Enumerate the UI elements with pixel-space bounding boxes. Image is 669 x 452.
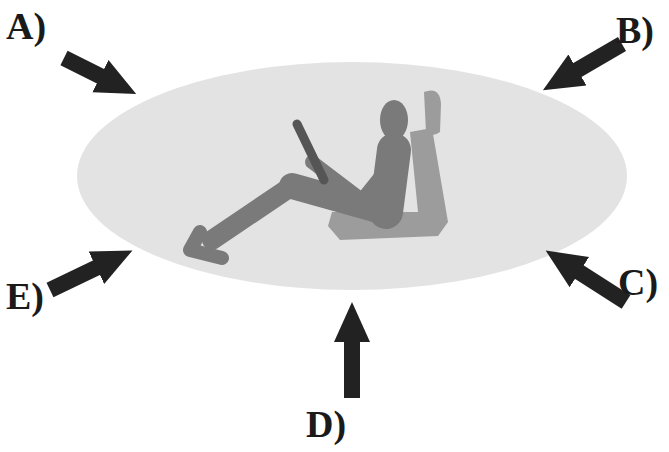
steering-wheel (297, 124, 324, 180)
option-letter: D) (306, 404, 346, 444)
arrow-a (64, 58, 104, 78)
option-letter: C) (618, 262, 658, 302)
driver-figure (190, 100, 408, 258)
arrow-e (50, 266, 100, 290)
option-letter: A) (6, 6, 46, 46)
arrow-b (574, 44, 622, 72)
option-letter: B) (616, 10, 654, 50)
impact-zone-ellipse (77, 62, 627, 290)
force-arrows (50, 44, 626, 398)
option-letter: E) (6, 276, 44, 316)
arrow-d (344, 338, 360, 398)
